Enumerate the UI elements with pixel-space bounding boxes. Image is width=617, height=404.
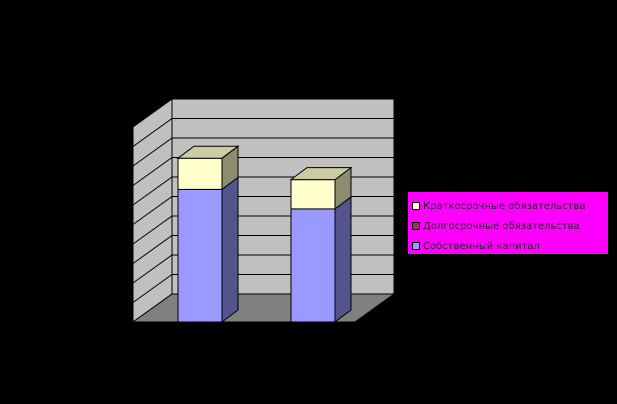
bar-front xyxy=(290,179,336,210)
legend-label: Собственный капитал xyxy=(423,240,540,252)
legend-item: Собственный капитал xyxy=(412,236,608,256)
bar-segment xyxy=(289,166,353,210)
bar-front xyxy=(177,157,223,190)
legend-item: Долгосрочные обязательства xyxy=(412,216,608,236)
legend-swatch xyxy=(412,202,420,210)
bar-front xyxy=(177,188,223,323)
bar-top xyxy=(176,145,240,159)
gridline xyxy=(132,118,394,147)
bar-segment xyxy=(176,145,240,191)
legend: Краткосрочные обязательства Долгосрочные… xyxy=(408,192,608,254)
gridline xyxy=(132,137,394,167)
legend-item: Краткосрочные обязательства xyxy=(412,196,608,216)
bar-top xyxy=(289,167,353,181)
chart-walls xyxy=(131,98,396,323)
legend-swatch xyxy=(412,242,420,250)
bar-segment xyxy=(290,195,352,323)
legend-swatch xyxy=(412,222,420,230)
legend-label: Краткосрочные обязательства xyxy=(423,200,586,212)
bars xyxy=(176,145,353,323)
legend-label: Долгосрочные обязательства xyxy=(423,220,580,232)
bar-segment xyxy=(177,176,239,323)
floor xyxy=(131,293,396,323)
gridline xyxy=(132,157,394,186)
bar-side xyxy=(334,195,352,323)
bar-front xyxy=(290,208,336,323)
bar-side xyxy=(221,176,239,323)
